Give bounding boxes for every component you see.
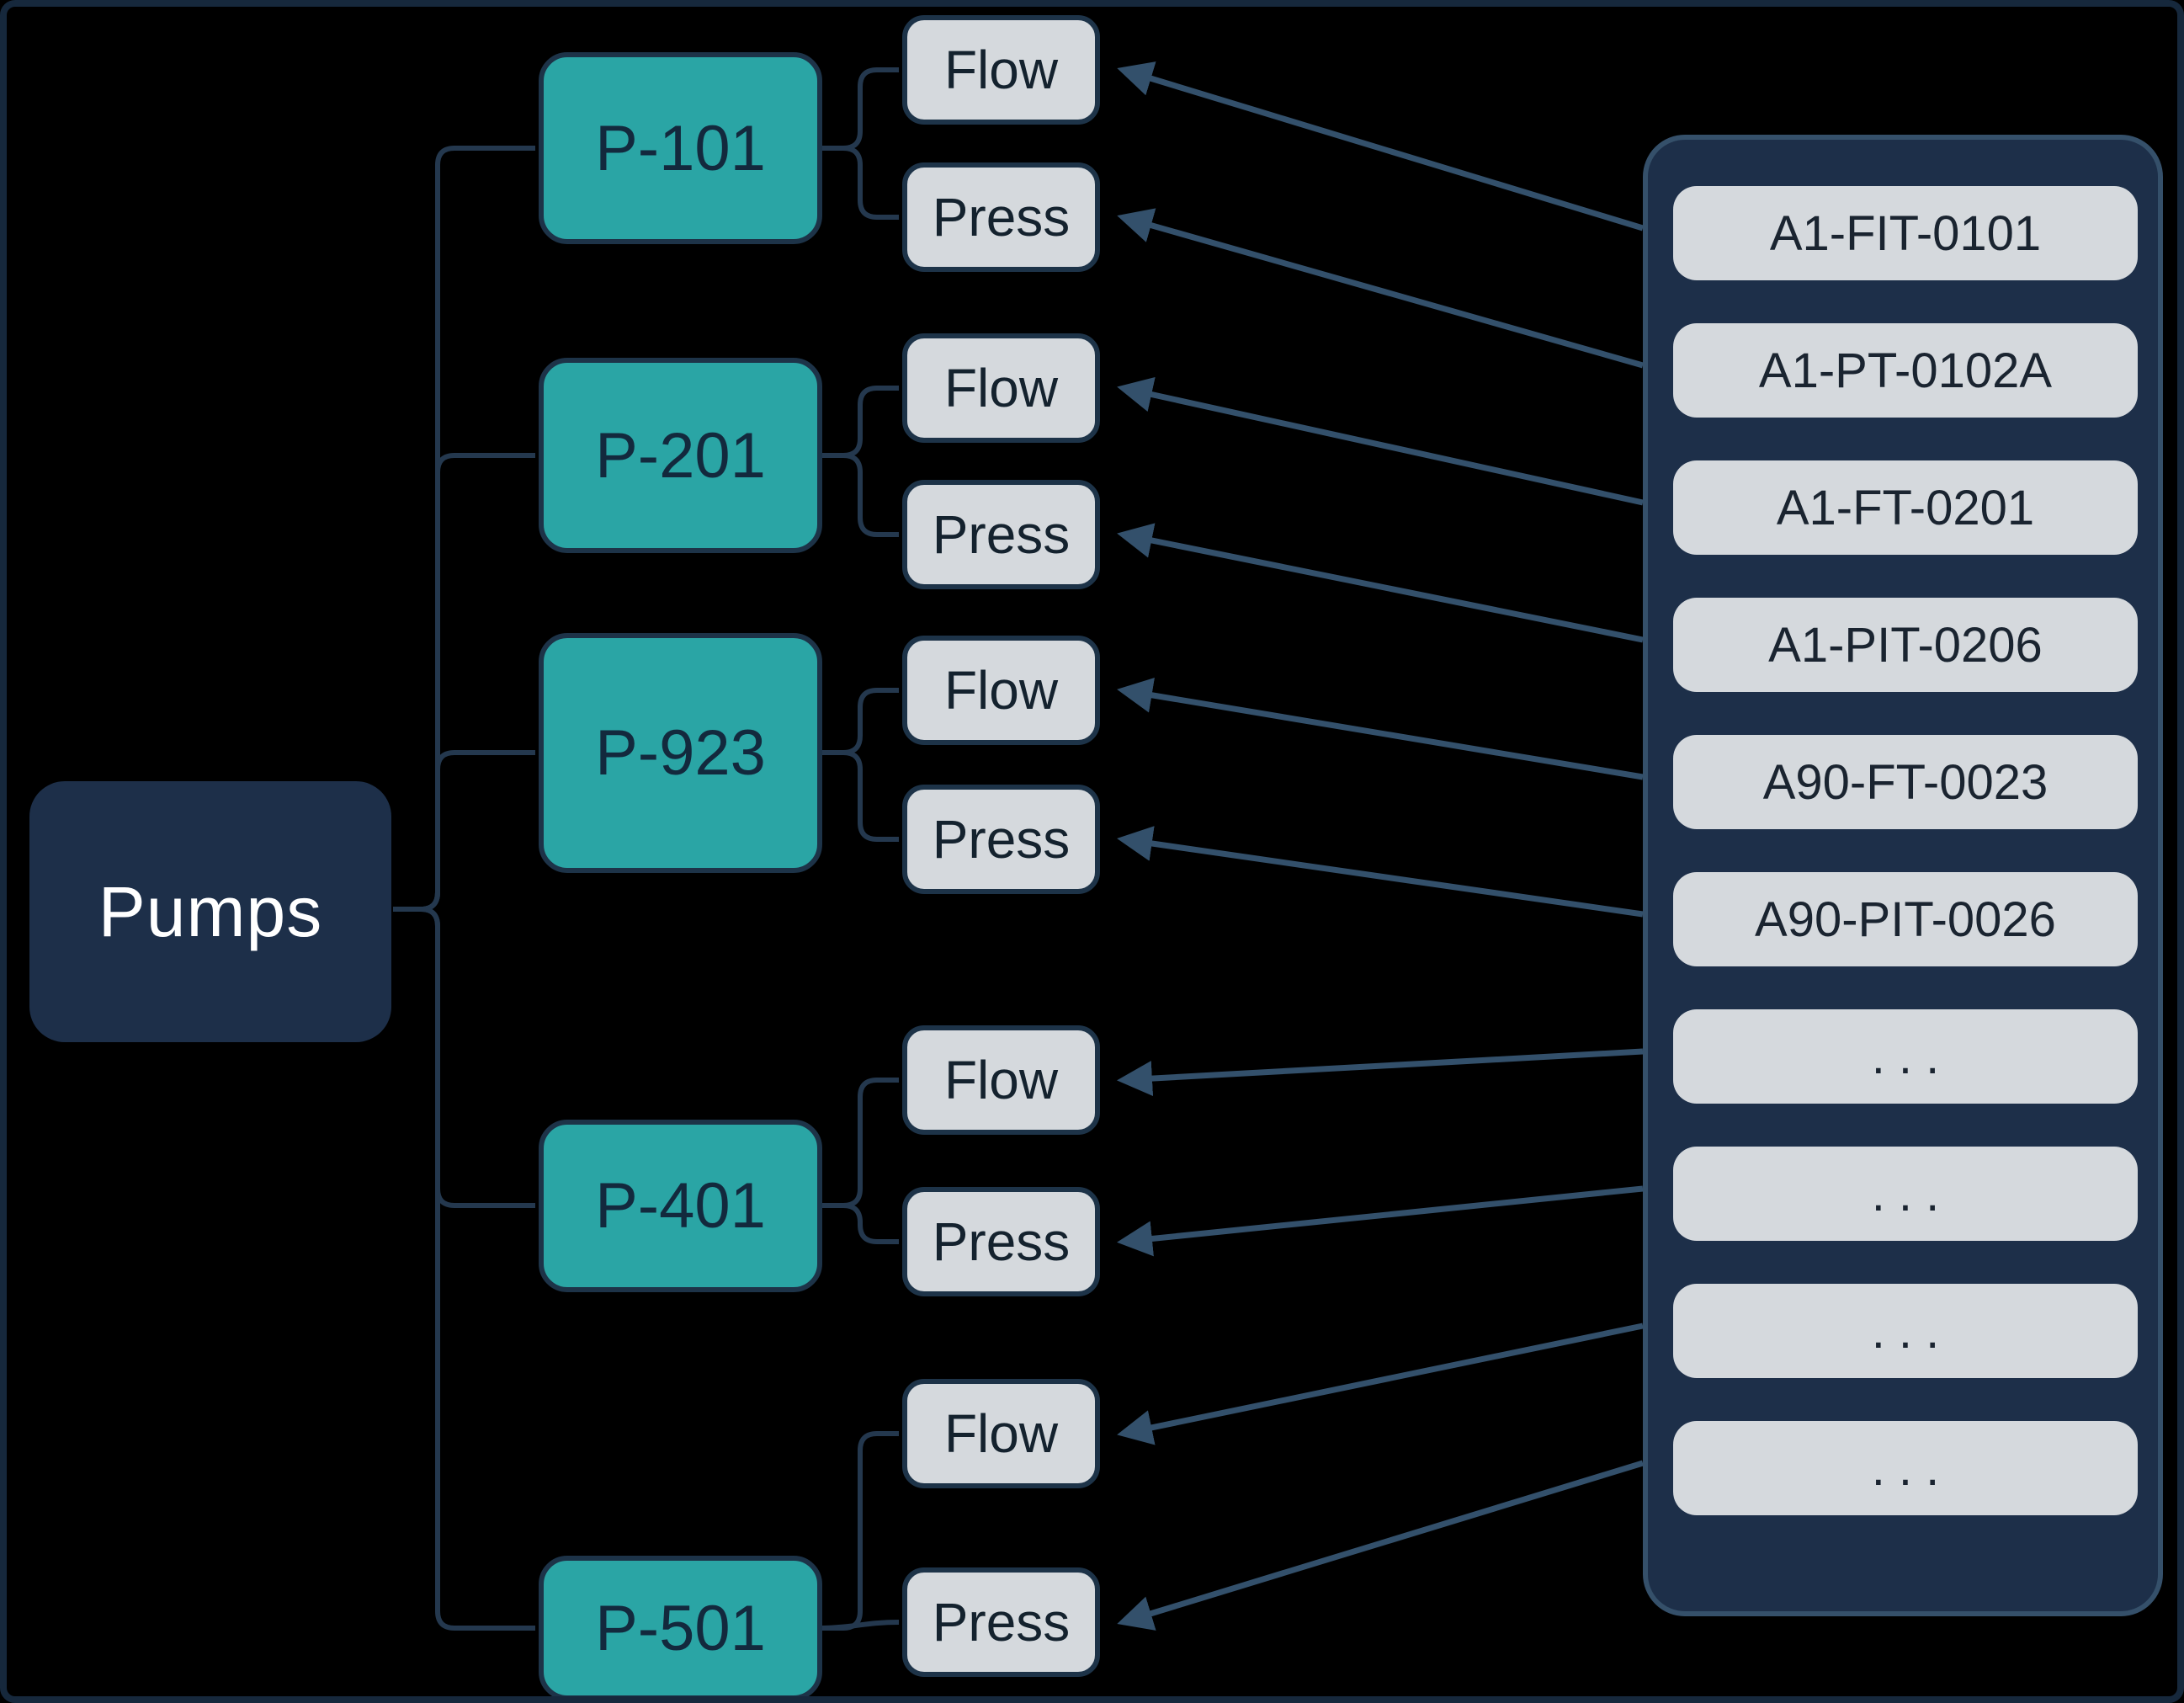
tag-label: A1-FT-0201 (1776, 480, 2035, 535)
pump-node-label: P-401 (595, 1170, 766, 1242)
tag-row-9: . . . (1673, 1284, 2138, 1378)
root-node-pumps: Pumps (29, 781, 391, 1042)
metric-node-p101-press: Press (902, 162, 1100, 272)
pump-node-p401: P-401 (539, 1120, 822, 1292)
connector-root-p923 (393, 750, 535, 912)
metric-node-p923-flow: Flow (902, 636, 1100, 745)
metric-node-label: Flow (943, 1050, 1059, 1110)
metric-node-p201-flow: Flow (902, 333, 1100, 443)
metric-node-label: Press (932, 1211, 1071, 1272)
connector-p401-flow (822, 1078, 899, 1208)
tag-row-4: A1-PIT-0206 (1673, 598, 2138, 692)
connector-root-p201 (393, 453, 535, 912)
arrow-tag1-p101-flow (1117, 61, 1645, 232)
metric-node-label: Flow (943, 660, 1059, 721)
tag-row-8: . . . (1673, 1147, 2138, 1241)
pump-node-label: P-101 (595, 112, 766, 184)
connector-p923-flow (822, 688, 899, 755)
arrow-tag10-p501-press (1117, 1460, 1645, 1631)
connector-root-p101 (393, 146, 535, 912)
tag-label: A1-PIT-0206 (1768, 617, 2043, 673)
metric-node-label: Flow (943, 40, 1059, 100)
tag-row-2: A1-PT-0102A (1673, 323, 2138, 418)
arrow-tag5-p923-flow (1117, 678, 1644, 780)
tag-row-1: A1-FIT-0101 (1673, 186, 2138, 280)
metric-node-label: Flow (943, 1403, 1059, 1464)
connector-p501-flow (822, 1431, 899, 1631)
pump-node-label: P-923 (595, 717, 766, 789)
pump-node-p923: P-923 (539, 633, 822, 873)
metric-node-p101-flow: Flow (902, 15, 1100, 125)
pump-node-p501: P-501 (539, 1556, 822, 1700)
metric-node-label: Press (932, 187, 1071, 247)
tag-label: A1-FIT-0101 (1769, 205, 2042, 261)
connector-root-p501 (393, 907, 535, 1631)
pump-node-label: P-501 (595, 1592, 766, 1664)
tag-row-7: . . . (1673, 1009, 2138, 1104)
metric-node-p201-press: Press (902, 480, 1100, 589)
connector-root-p401 (393, 907, 535, 1208)
arrow-tag6-p923-press (1117, 826, 1644, 918)
root-node-label: Pumps (98, 871, 323, 951)
metric-node-p401-press: Press (902, 1187, 1100, 1296)
arrow-tag3-p201-flow (1117, 377, 1644, 506)
metric-node-p401-flow: Flow (902, 1025, 1100, 1135)
tag-label: . . . (1871, 1166, 1940, 1221)
connector-p101-press (822, 146, 899, 220)
tag-list-panel: A1-FIT-0101 A1-PT-0102A A1-FT-0201 A1-PI… (1643, 135, 2163, 1616)
tag-label: . . . (1871, 1303, 1940, 1359)
pump-node-p201: P-201 (539, 358, 822, 553)
tag-row-5: A90-FT-0023 (1673, 735, 2138, 829)
arrow-tag7-p401-flow (1117, 1048, 1644, 1097)
tag-label: A90-PIT-0026 (1755, 891, 2056, 947)
branch-connectors (393, 146, 535, 1631)
connector-p401-press (822, 1203, 899, 1244)
connector-p501-press (821, 1620, 900, 1631)
arrow-tag2-p101-press (1117, 208, 1644, 369)
connector-p201-flow (822, 386, 899, 458)
metric-node-label: Press (932, 809, 1071, 870)
tag-row-3: A1-FT-0201 (1673, 460, 2138, 555)
tag-label: A90-FT-0023 (1762, 754, 2048, 810)
tag-row-10: . . . (1673, 1421, 2138, 1515)
arrow-tag8-p401-press (1117, 1185, 1644, 1257)
metric-node-label: Press (932, 504, 1071, 565)
tag-arrows (1117, 61, 1645, 1631)
metric-node-p923-press: Press (902, 785, 1100, 894)
metric-node-label: Press (932, 1592, 1071, 1652)
connector-p101-flow (822, 67, 899, 151)
tag-label: A1-PT-0102A (1758, 343, 2053, 398)
tag-label: . . . (1871, 1440, 1940, 1496)
pump-node-p101: P-101 (539, 52, 822, 244)
tag-label: . . . (1871, 1029, 1940, 1084)
metric-node-p501-flow: Flow (902, 1379, 1100, 1488)
metric-connectors (821, 67, 900, 1631)
tag-row-6: A90-PIT-0026 (1673, 872, 2138, 966)
arrow-tag4-p201-press (1117, 523, 1644, 643)
connector-p923-press (822, 750, 899, 842)
metric-node-p501-press: Press (902, 1567, 1100, 1677)
arrow-tag9-p501-flow (1117, 1322, 1644, 1445)
connector-p201-press (822, 453, 899, 537)
metric-node-label: Flow (943, 358, 1059, 418)
pump-node-label: P-201 (595, 419, 766, 492)
